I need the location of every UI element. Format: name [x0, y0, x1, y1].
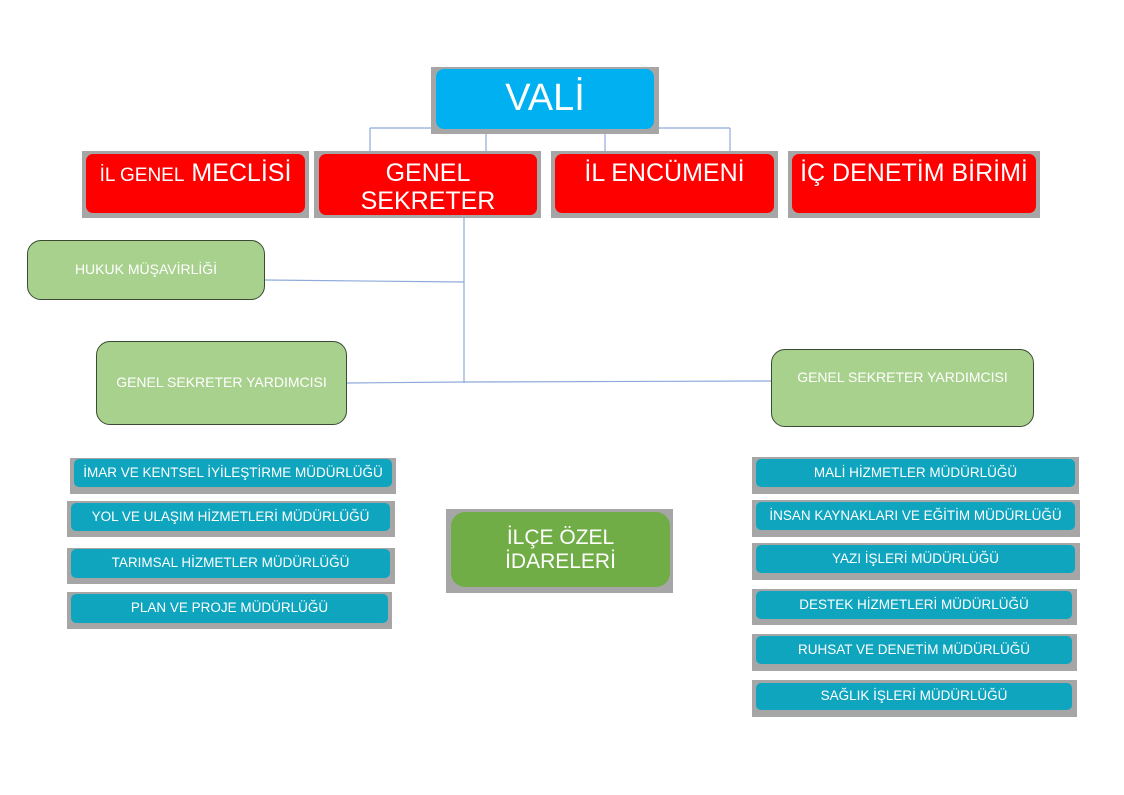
- right-unit-box: SAĞLIK İŞLERİ MÜDÜRLÜĞÜ: [756, 683, 1072, 710]
- right-unit-label: İNSAN KAYNAKLARI VE EĞİTİM MÜDÜRLÜĞÜ: [769, 507, 1062, 523]
- right-unit-label: YAZI İŞLERİ MÜDÜRLÜĞÜ: [831, 550, 1000, 566]
- connector-to-hukuk: [264, 279, 465, 283]
- right-unit-box: YAZI İŞLERİ MÜDÜRLÜĞÜ: [756, 545, 1075, 573]
- connector-to-deputy-right: [463, 380, 773, 383]
- connector-to-deputy-left: [346, 381, 465, 384]
- left-unit-box: İMAR VE KENTSEL İYİLEŞTİRME MÜDÜRLÜĞÜ: [74, 459, 392, 487]
- right-unit-label: DESTEK HİZMETLERİ MÜDÜRLÜĞÜ: [799, 596, 1029, 612]
- ic-denetim-birimi-box: İÇ DENETİM BİRİMİ: [792, 154, 1036, 213]
- right-unit-label: MALİ HİZMETLER MÜDÜRLÜĞÜ: [813, 464, 1018, 480]
- ilce-ozel-idareleri-box: İLÇE ÖZEL İDARELERİ: [451, 512, 670, 587]
- deputy-left-label: GENEL SEKRETER YARDIMCISI: [116, 374, 327, 391]
- right-unit-box: RUHSAT VE DENETİM MÜDÜRLÜĞÜ: [756, 636, 1072, 664]
- il-encumeni-label: İL ENCÜMENİ: [584, 159, 745, 187]
- right-unit-box: DESTEK HİZMETLERİ MÜDÜRLÜĞÜ: [756, 591, 1072, 619]
- left-unit-box: YOL VE ULAŞIM HİZMETLERİ MÜDÜRLÜĞÜ: [71, 503, 390, 531]
- ic-denetim-birimi-label: İÇ DENETİM BİRİMİ: [800, 159, 1028, 187]
- left-unit-label: PLAN VE PROJE MÜDÜRLÜĞÜ: [130, 600, 329, 616]
- deputy-right-box: GENEL SEKRETER YARDIMCISI: [771, 349, 1034, 427]
- hukuk-musavirligi-box: HUKUK MÜŞAVİRLİĞİ: [27, 240, 265, 300]
- ilce-label-line2: İDARELERİ: [505, 549, 616, 573]
- il-genel-meclisi-label: İL GENEL MECLİSİ: [99, 159, 292, 187]
- hukuk-musavirligi-label: HUKUK MÜŞAVİRLİĞİ: [74, 261, 218, 278]
- left-unit-label: TARIMSAL HİZMETLER MÜDÜRLÜĞÜ: [111, 555, 350, 571]
- right-unit-box: İNSAN KAYNAKLARI VE EĞİTİM MÜDÜRLÜĞÜ: [756, 502, 1075, 530]
- left-unit-box: TARIMSAL HİZMETLER MÜDÜRLÜĞÜ: [71, 549, 390, 578]
- right-unit-box: MALİ HİZMETLER MÜDÜRLÜĞÜ: [756, 459, 1075, 487]
- right-unit-label: RUHSAT VE DENETİM MÜDÜRLÜĞÜ: [797, 641, 1031, 657]
- genel-sekreter-box: GENEL SEKRETER: [319, 154, 537, 215]
- vali-label: VALİ: [505, 77, 585, 120]
- deputy-right-label: GENEL SEKRETER YARDIMCISI: [797, 369, 1008, 385]
- right-unit-label: SAĞLIK İŞLERİ MÜDÜRLÜĞÜ: [820, 688, 1008, 704]
- il-genel-meclisi-box: İL GENEL MECLİSİ: [86, 154, 305, 213]
- deputy-left-box: GENEL SEKRETER YARDIMCISI: [96, 341, 347, 425]
- vali-box: VALİ: [436, 69, 654, 129]
- il-encumeni-box: İL ENCÜMENİ: [555, 154, 774, 213]
- left-unit-label: İMAR VE KENTSEL İYİLEŞTİRME MÜDÜRLÜĞÜ: [83, 464, 383, 480]
- left-unit-label: YOL VE ULAŞIM HİZMETLERİ MÜDÜRLÜĞÜ: [91, 508, 370, 524]
- ilce-label-line1: İLÇE ÖZEL: [506, 526, 615, 550]
- left-unit-box: PLAN VE PROJE MÜDÜRLÜĞÜ: [71, 594, 388, 623]
- genel-sekreter-label: GENEL SEKRETER: [360, 159, 496, 215]
